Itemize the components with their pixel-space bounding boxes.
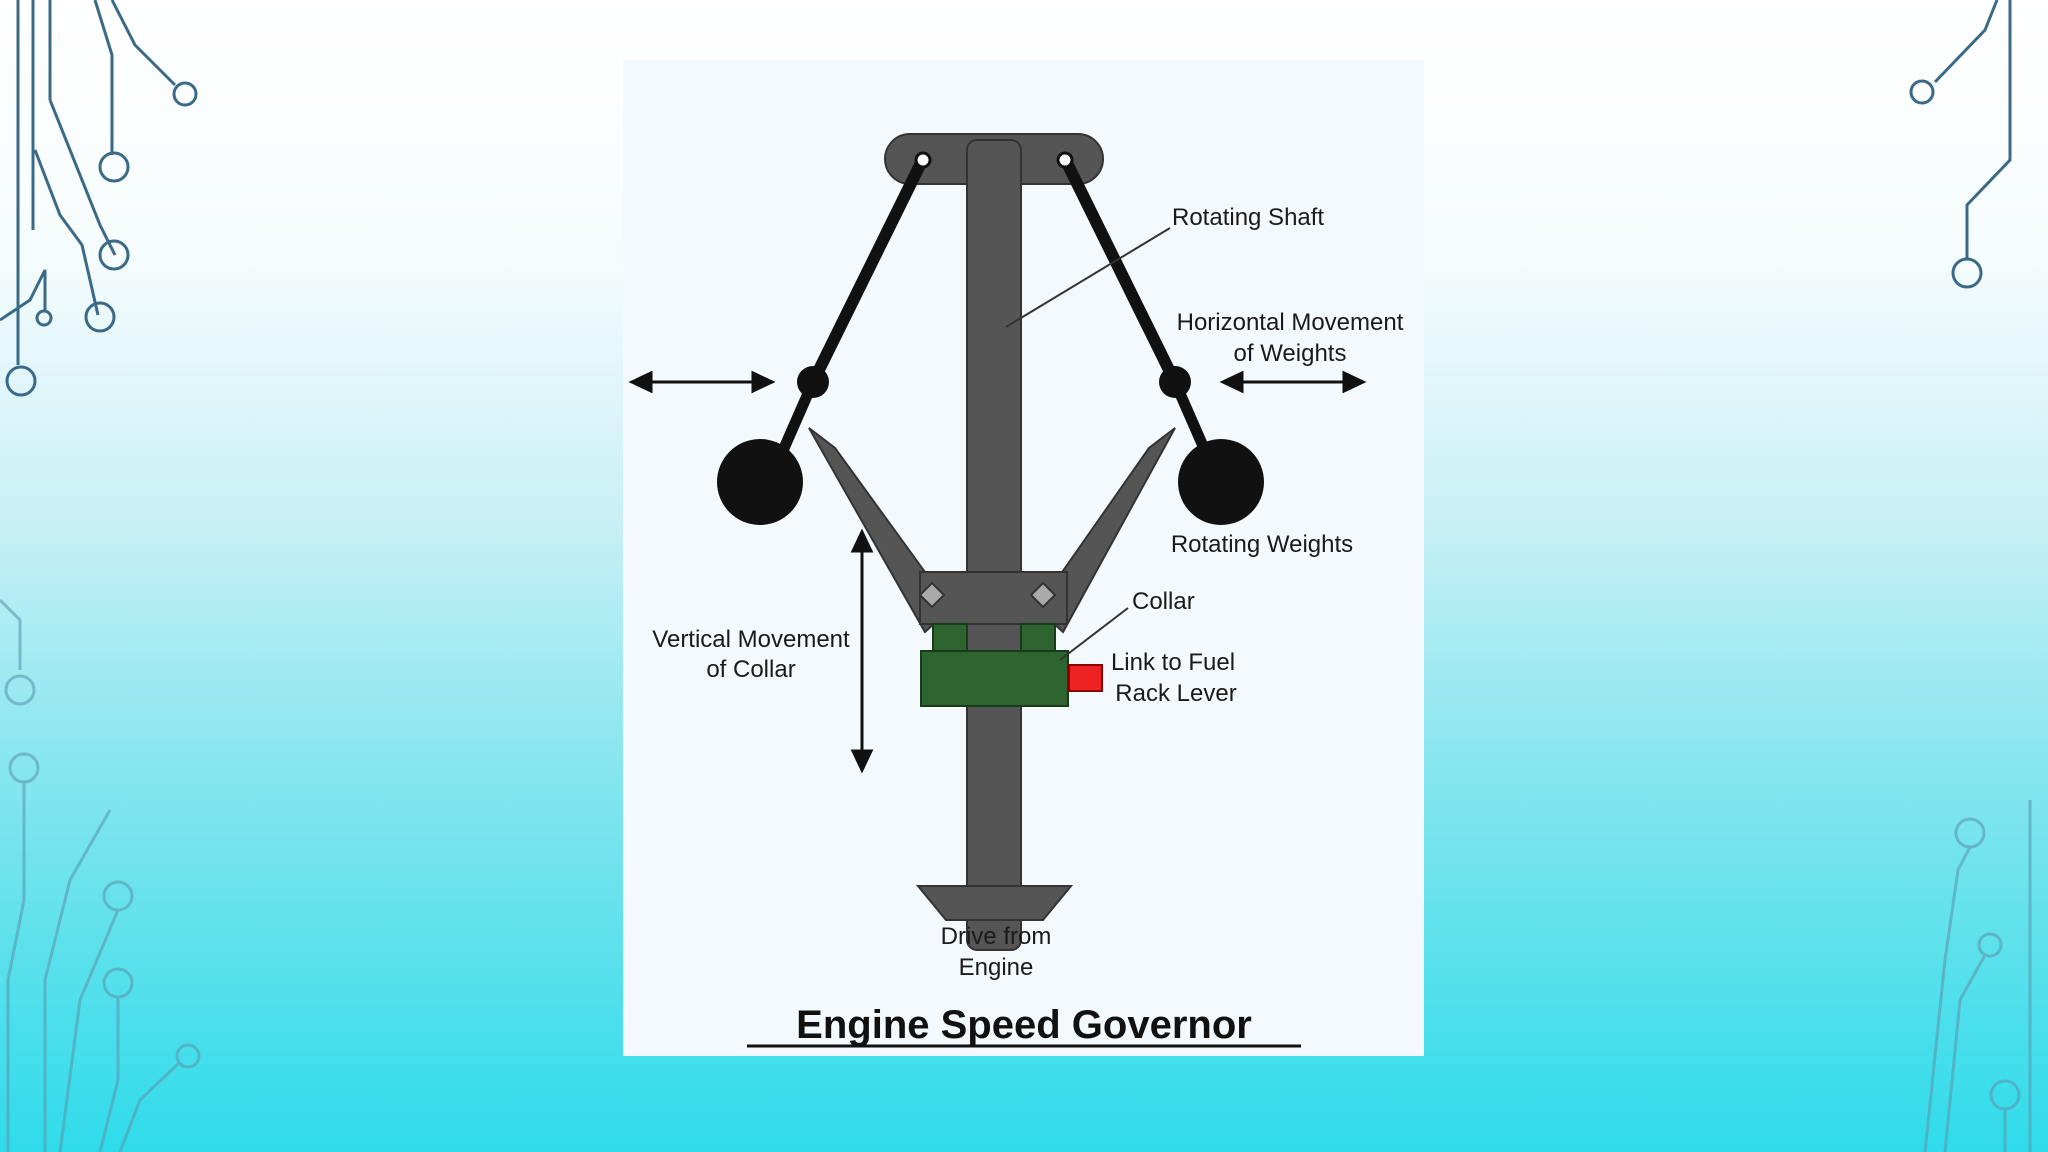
label-horizontal-movement-2: of Weights [1234,340,1347,367]
label-link-fuel-1: Link to Fuel [1111,649,1235,676]
rotating-shaft-leader [1005,227,1171,328]
figure-panel: Rotating Shaft Horizontal Movement of We… [623,60,1424,1056]
horizontal-arrow-left [628,370,776,394]
label-link-fuel-2: Rack Lever [1115,680,1236,707]
vertical-arrow [850,528,874,774]
circuit-traces-bottom-right [1923,800,2032,1152]
circuit-traces-top-right [1909,0,2012,289]
right-upper-arm [1061,157,1181,388]
right-rotating-weight [1178,439,1264,525]
label-vertical-movement-2: of Collar [706,656,795,683]
left-top-pivot [914,151,932,169]
rotating-shaft [966,139,1022,951]
label-horizontal-movement-1: Horizontal Movement [1177,309,1404,336]
collar [920,650,1069,707]
label-drive-2: Engine [959,954,1034,981]
fuel-rack-link-block [1068,664,1103,692]
left-rotating-weight [717,439,803,525]
right-top-pivot [1056,151,1074,169]
label-drive-1: Drive from [941,923,1052,950]
label-rotating-shaft: Rotating Shaft [1172,204,1324,231]
circuit-traces-top-left [0,0,198,397]
right-collar-spacer [1020,623,1056,652]
right-elbow-joint [1159,366,1191,398]
circuit-traces-bottom-left [0,598,201,1152]
collar-leader [1059,607,1129,661]
left-elbow-joint [797,366,829,398]
drive-base [915,885,1074,921]
left-upper-arm [807,157,927,388]
governor-diagram: Rotating Shaft Horizontal Movement of We… [628,133,1404,1048]
figure-title: Engine Speed Governor [796,1003,1252,1047]
horizontal-arrow-right [1219,370,1367,394]
left-collar-pivot [918,581,946,609]
label-rotating-weights: Rotating Weights [1171,531,1353,558]
label-vertical-movement-1: Vertical Movement [652,626,850,653]
right-collar-pivot [1029,581,1057,609]
label-collar: Collar [1132,588,1195,615]
left-collar-spacer [932,623,968,652]
